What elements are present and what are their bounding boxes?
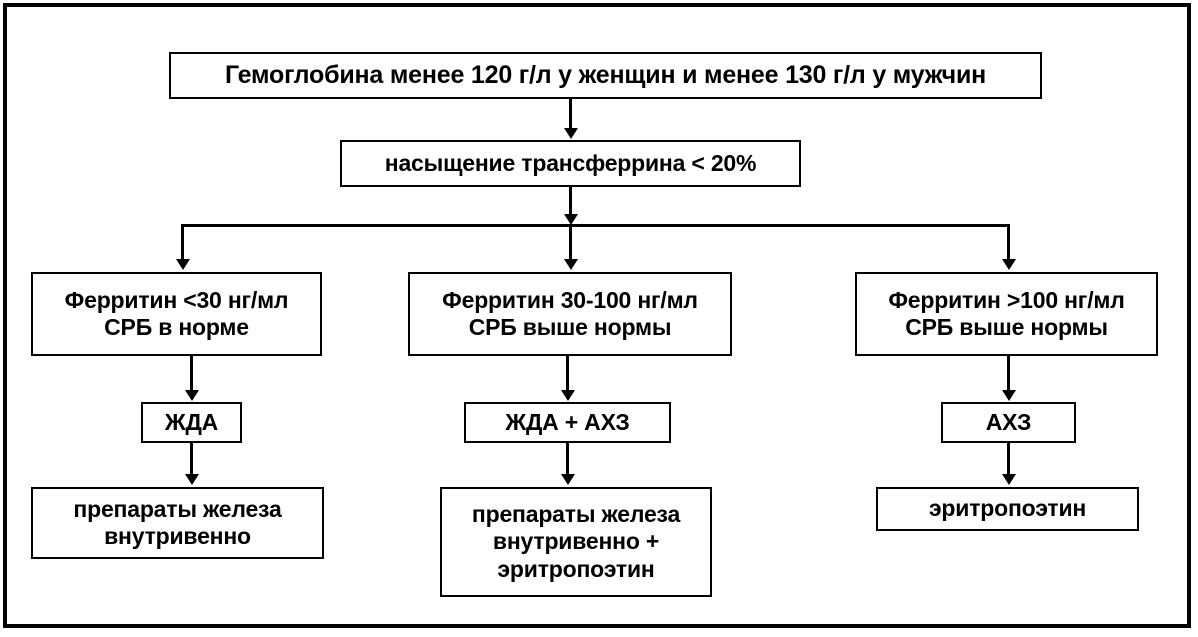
- node-treatment-iron-iv-epo: препараты железа внутривенно + эритропоэ…: [440, 487, 712, 597]
- arrowhead-dx-ida-acd-to-tx: [560, 474, 575, 485]
- node-transferrin-line1: насыщение трансферрина < 20%: [384, 149, 757, 176]
- arrowhead-hemoglobin-to-transferrin: [563, 128, 578, 139]
- connector-dx-acd-to-tx: [1007, 443, 1010, 475]
- arrowhead-bus-to-ferritin-mid: [563, 259, 578, 270]
- node-ferritin-low-line2: СРБ в норме: [104, 314, 249, 340]
- arrowhead-dx-ida-to-tx: [184, 474, 199, 485]
- node-ferritin-high: Ферритин >100 нг/мл СРБ выше нормы: [855, 272, 1158, 356]
- node-diagnosis-ida-acd-label: ЖДА + АХЗ: [505, 408, 630, 435]
- node-treatment-iron-iv-epo-line1: препараты железа: [471, 501, 681, 528]
- arrowhead-bus-to-ferritin-high: [1001, 259, 1016, 270]
- node-diagnosis-ida-label: ЖДА: [164, 408, 219, 435]
- diagram-outer-frame: [3, 3, 1191, 628]
- node-treatment-iron-iv-epo-line2: внутривенно +: [492, 528, 660, 555]
- node-treatment-iron-iv-line2: внутривенно: [104, 523, 251, 549]
- connector-bus-to-ferritin-mid: [569, 224, 572, 260]
- node-diagnosis-ida-acd: ЖДА + АХЗ: [464, 402, 671, 443]
- connector-transferrin-to-bus: [569, 187, 572, 216]
- node-treatment-epo-label: эритропоэтин: [928, 495, 1087, 522]
- connector-ferritin-high-to-dx: [1007, 356, 1010, 391]
- node-treatment-iron-iv-epo-line3: эритропоэтин: [497, 555, 655, 582]
- connector-bus-to-ferritin-high: [1007, 224, 1010, 260]
- node-transferrin-saturation: насыщение трансферрина < 20%: [340, 140, 801, 187]
- node-ferritin-mid-line2: СРБ выше нормы: [468, 314, 672, 340]
- connector-dx-ida-to-tx: [190, 443, 193, 475]
- node-ferritin-high-line1: Ферритин >100 нг/мл: [888, 286, 1125, 313]
- arrowhead-transferrin-to-bus: [563, 214, 578, 225]
- node-diagnosis-acd-label: АХЗ: [985, 408, 1032, 435]
- node-treatment-iron-iv-line1: препараты железа: [73, 495, 282, 522]
- node-ferritin-high-line2: СРБ выше нормы: [905, 314, 1108, 340]
- connector-dx-ida-acd-to-tx: [566, 443, 569, 475]
- node-diagnosis-acd: АХЗ: [941, 402, 1076, 443]
- node-treatment-iron-iv: препараты железа внутривенно: [31, 487, 324, 559]
- node-ferritin-low: Ферритин <30 нг/мл СРБ в норме: [31, 272, 322, 356]
- connector-hemoglobin-to-transferrin: [569, 99, 572, 129]
- connector-branch-bus: [181, 224, 1010, 227]
- connector-ferritin-mid-to-dx: [566, 356, 569, 391]
- node-diagnosis-ida: ЖДА: [141, 402, 242, 443]
- node-ferritin-mid-line1: Ферритин 30-100 нг/мл: [442, 286, 698, 313]
- arrowhead-ferritin-mid-to-dx: [560, 390, 575, 401]
- node-treatment-epo: эритропоэтин: [876, 487, 1139, 531]
- arrowhead-ferritin-low-to-dx: [184, 390, 199, 401]
- arrowhead-bus-to-ferritin-low: [175, 259, 190, 270]
- node-hemoglobin-threshold: Гемоглобина менее 120 г/л у женщин и мен…: [169, 52, 1042, 99]
- node-ferritin-low-line1: Ферритин <30 нг/мл: [64, 286, 289, 313]
- connector-ferritin-low-to-dx: [190, 356, 193, 391]
- node-hemoglobin-line1: Гемоглобина менее 120 г/л у женщин и мен…: [224, 60, 987, 89]
- connector-bus-to-ferritin-low: [181, 224, 184, 260]
- node-ferritin-mid: Ферритин 30-100 нг/мл СРБ выше нормы: [408, 272, 732, 356]
- arrowhead-ferritin-high-to-dx: [1001, 390, 1016, 401]
- arrowhead-dx-acd-to-tx: [1001, 474, 1016, 485]
